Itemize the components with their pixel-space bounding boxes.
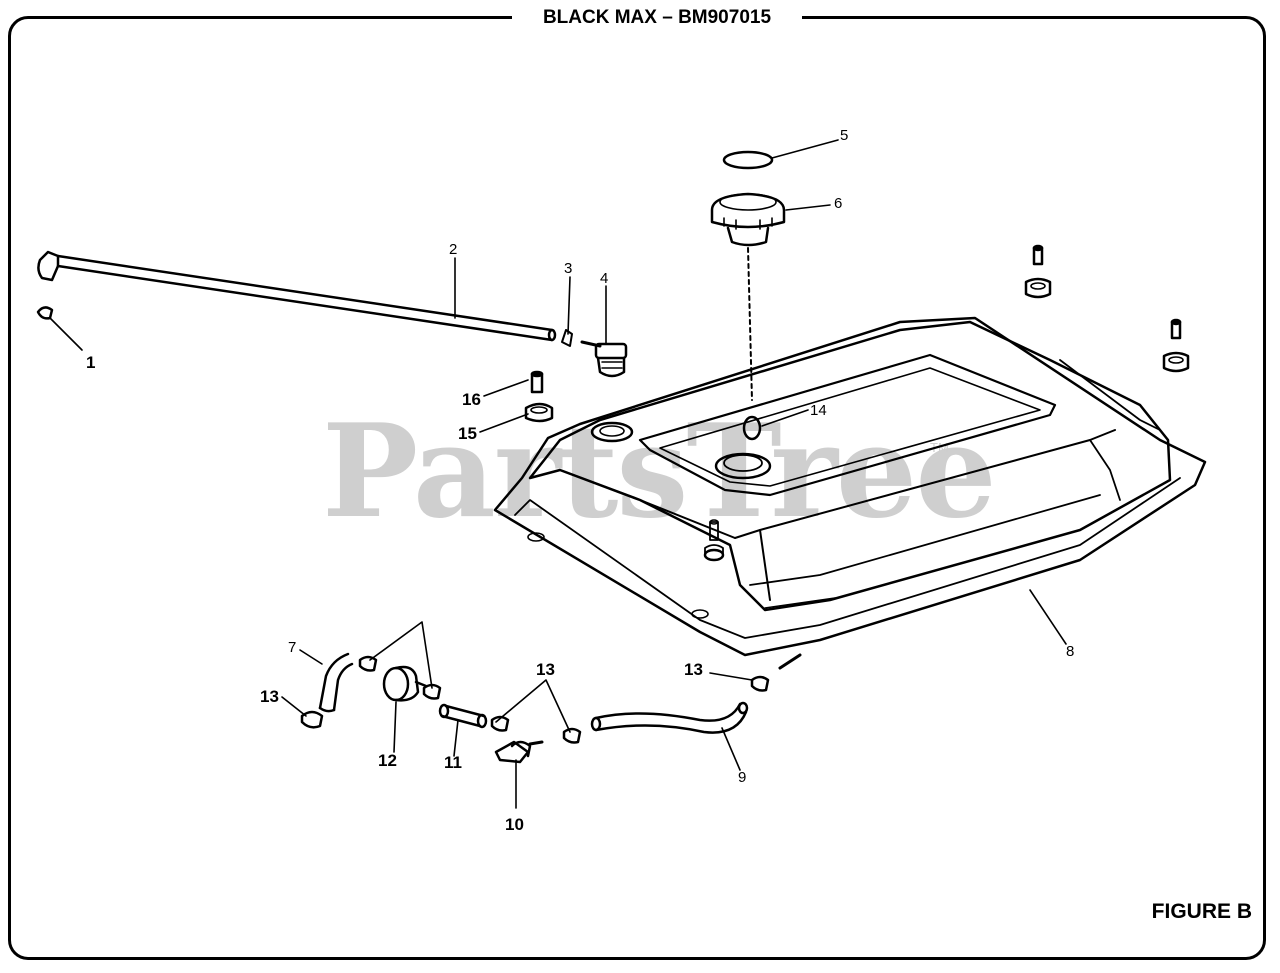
callout-13-right: 13 (684, 660, 703, 679)
valve-part-10 (494, 740, 544, 764)
clamp-13-b (562, 727, 582, 744)
hose-part-7-end (318, 706, 336, 713)
clamp-upper (358, 655, 378, 672)
callout-16: 16 (462, 390, 481, 409)
valve-part-4 (580, 340, 628, 378)
callout-11: 11 (444, 753, 462, 772)
callout-6: 6 (834, 195, 842, 212)
clamp-13-a (490, 715, 510, 732)
fuel-tank (493, 316, 1207, 670)
clamp-part-1 (36, 306, 54, 320)
callout-7: 7 (288, 639, 296, 656)
figure-label: FIGURE B (1151, 900, 1252, 923)
callout-13-left: 13 (260, 687, 279, 706)
pin-grommet-right (1162, 318, 1190, 373)
callout-4: 4 (600, 270, 608, 287)
callout-5: 5 (840, 127, 848, 144)
leader-lines (49, 139, 1067, 809)
pin-grommet-upper-right (1024, 244, 1052, 299)
cap-gasket-part-5 (722, 150, 774, 170)
callout-1: 1 (86, 353, 95, 372)
callout-8: 8 (1066, 643, 1074, 660)
o-ring-part-14 (742, 415, 762, 441)
callout-12: 12 (378, 751, 397, 770)
callout-14: 14 (810, 402, 827, 419)
diagram-title: BLACK MAX – BM907015 (512, 4, 802, 32)
fuel-line-part-2 (37, 250, 557, 342)
pin-part-16 (530, 370, 544, 394)
hose-part-7 (318, 652, 354, 712)
clamp-13-c (750, 675, 770, 692)
filter-part-12 (382, 665, 428, 702)
tube-part-11 (438, 703, 488, 729)
callout-13-center: 13 (536, 660, 555, 679)
callout-2: 2 (449, 241, 457, 258)
cap-chain (747, 247, 753, 401)
fuel-cap-part-6 (710, 192, 786, 247)
grommet-part-15 (524, 402, 554, 423)
callout-3: 3 (564, 260, 572, 277)
clamp-part-3 (561, 329, 573, 347)
clamp-mid (422, 683, 442, 700)
callout-10: 10 (505, 815, 524, 834)
watermark-text: PartsTree (322, 397, 997, 547)
clamp-part-13-left (300, 710, 324, 729)
callout-9: 9 (738, 769, 746, 786)
hose-part-9 (590, 701, 749, 734)
callout-15: 15 (458, 424, 477, 443)
